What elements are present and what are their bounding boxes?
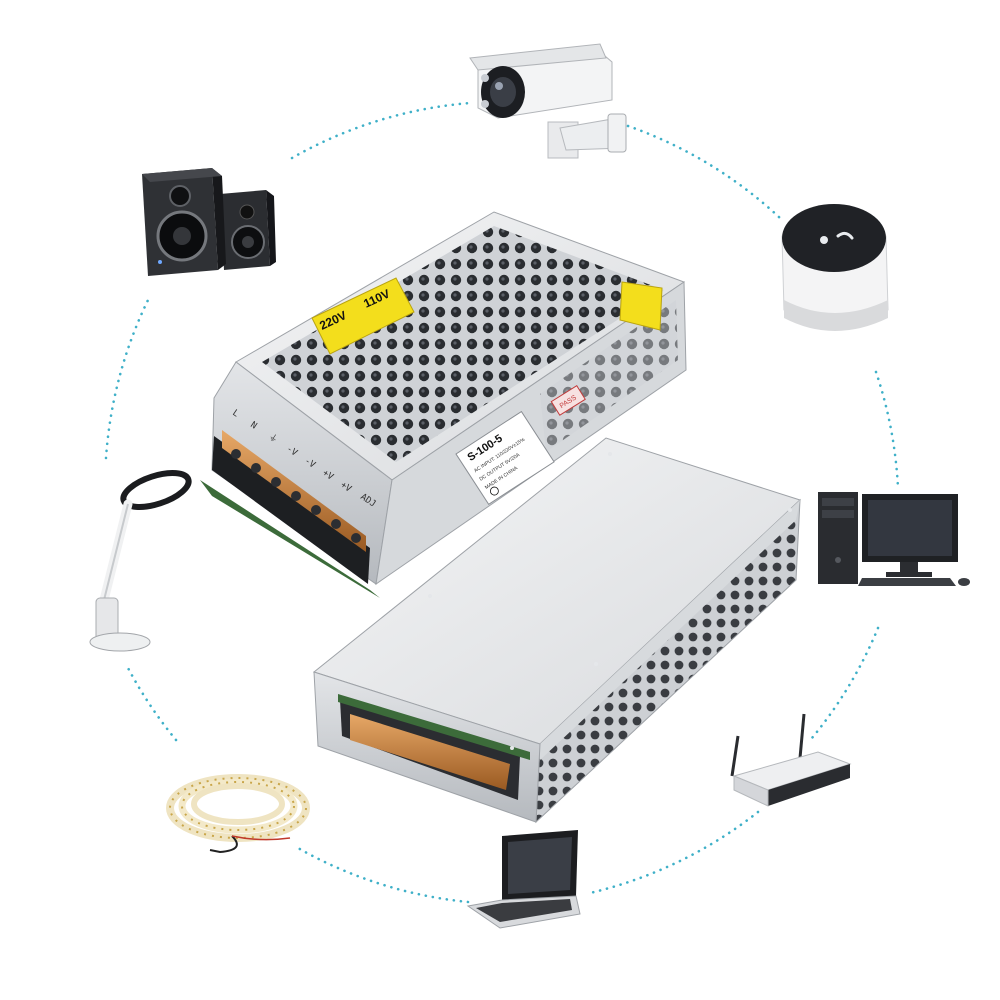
led-strip-icon (166, 774, 310, 854)
power-supply-top: L N ⏚ -V -V +V +V ADJ 220V 110V PASS S-1… (200, 211, 687, 598)
warning-sticker (311, 277, 415, 355)
lamp-icon (89, 470, 192, 652)
warning-sticker-small (619, 281, 663, 331)
camera-icon (469, 43, 627, 159)
terminal-label: L (230, 408, 240, 419)
terminal-label: N (248, 420, 258, 431)
speakers-icon (142, 168, 276, 276)
power-supply-bottom (312, 437, 801, 824)
router-icon (730, 713, 852, 807)
model-label: S-100-5 AC INPUT: 110/220V±15% DC OUTPUT… (455, 410, 555, 506)
smart-speaker-icon (781, 204, 889, 331)
computer-icon (818, 492, 970, 586)
dotted-ring (104, 101, 900, 904)
laptop-icon (466, 830, 581, 929)
pass-badge: PASS (550, 385, 586, 416)
